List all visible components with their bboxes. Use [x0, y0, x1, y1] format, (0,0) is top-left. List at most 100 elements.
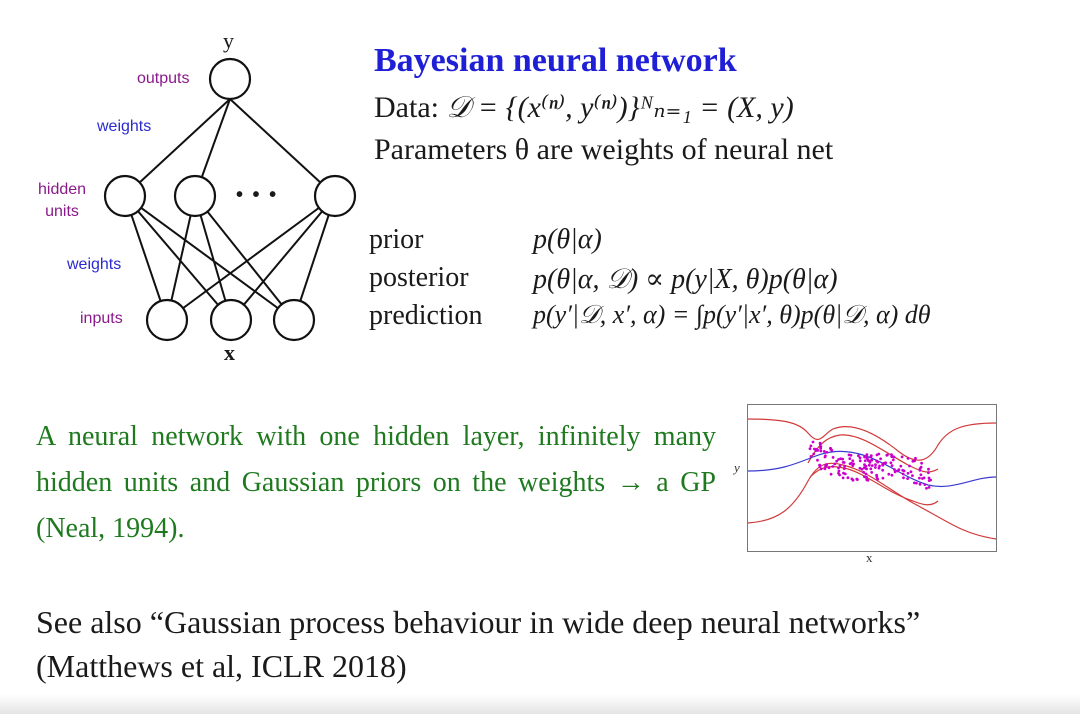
gp-data-point: [874, 463, 877, 467]
weight-edges: [124, 98, 336, 321]
input-node: [209, 298, 253, 342]
gp-data-point: [866, 478, 870, 482]
gp-data-point: [846, 476, 850, 480]
gp-data-point: [927, 486, 931, 489]
gp-data-point: [824, 454, 827, 458]
gp-data-point: [891, 458, 895, 462]
parameters-line: Parameters θ are weights of neural net: [374, 133, 834, 166]
equation-formula: p(θ|α, 𝒟) ∝ p(y|X, θ)p(θ|α): [533, 264, 838, 295]
gp-data-point: [899, 464, 903, 468]
hidden-node: [173, 174, 217, 218]
gp-data-point: [901, 468, 905, 472]
gp-data-point: [842, 471, 845, 475]
gp-data-point: [833, 462, 837, 466]
gp-data-point: [866, 457, 869, 461]
gp-data-point: [825, 450, 829, 454]
gp-data-point: [809, 444, 813, 448]
gp-data-point: [809, 455, 813, 458]
gp-data-point: [829, 472, 833, 476]
gp-xlabel: x: [866, 550, 873, 565]
gp-data-point: [920, 461, 923, 465]
gp-data-point: [858, 456, 862, 460]
gp-data-point: [819, 449, 823, 453]
gp-data-point: [869, 467, 873, 471]
gp-data-point: [851, 459, 855, 463]
gp-data-point: [875, 453, 879, 457]
hidden-node: [103, 174, 147, 218]
gp-data-point: [919, 473, 923, 477]
gp-data-point: [893, 470, 897, 474]
gp-data-point: [808, 447, 812, 451]
equation-row-posterior: posterior: [369, 262, 469, 294]
input-symbol: x: [224, 340, 235, 365]
gp-data-point: [831, 456, 835, 459]
gp-data-point: [837, 458, 840, 461]
gp-data-point: [862, 470, 865, 474]
gp-data-point: [900, 455, 904, 459]
gp-data-point: [835, 459, 839, 463]
gp-data-point: [911, 474, 914, 477]
gp-data-point: [839, 457, 843, 461]
gp-data-point: [887, 472, 891, 476]
gp-plot-svg: [747, 418, 997, 540]
weights-top-label: weights: [97, 118, 152, 135]
gp-data-point: [881, 476, 885, 480]
gp-data-point: [831, 465, 835, 468]
gp-data-point: [863, 455, 867, 459]
gp-data-point: [843, 464, 847, 468]
input-node: [272, 298, 316, 342]
gp-data-point: [884, 461, 888, 465]
gp-data-point: [911, 459, 915, 463]
hidden-ellipsis: • • •: [236, 184, 279, 206]
equation-formula: p(y′|𝒟, x′, α) = ∫p(y′|x′, θ)p(θ|𝒟, α) d…: [533, 300, 931, 329]
gp-data-point: [901, 472, 905, 476]
gp-data-point: [877, 466, 881, 470]
gp-mean-line: [747, 450, 997, 488]
gp-data-point: [811, 440, 815, 444]
gp-data-point: [918, 476, 921, 480]
gp-data-point: [855, 477, 859, 481]
gp-data-point: [850, 461, 853, 465]
gp-data-point: [892, 455, 896, 459]
data-prefix: Data:: [374, 91, 439, 124]
gp-data-point: [874, 466, 877, 469]
gp-data-point: [927, 476, 931, 480]
gp-data-point: [918, 467, 922, 470]
gp-data-point: [927, 471, 930, 475]
gp-data-point: [923, 483, 927, 486]
gp-data-point: [870, 471, 874, 474]
gp-data-point: [890, 455, 894, 458]
gp-data-point: [842, 467, 846, 470]
gp-data-point: [902, 476, 905, 480]
gp-inner-upper: [807, 434, 939, 473]
gp-data-point: [863, 459, 867, 463]
gp-data-point: [865, 453, 869, 457]
gp-data-point: [864, 475, 868, 479]
gp-data-point: [893, 468, 896, 471]
gp-data-point: [851, 464, 855, 467]
gp-data-point: [927, 479, 931, 482]
gp-lower-band: [747, 462, 997, 540]
gp-data-point: [829, 447, 833, 450]
gp-data-point: [823, 467, 827, 471]
gp-data-point: [878, 464, 881, 468]
gp-data-point: [922, 476, 926, 480]
gp-data-point: [818, 463, 821, 467]
slide-title: Bayesian neural network: [374, 42, 737, 79]
gp-data-point: [837, 471, 840, 475]
gp-data-point: [841, 476, 845, 480]
network-diagram: [103, 57, 357, 342]
gp-data-point: [876, 477, 879, 481]
gp-data-point: [867, 463, 871, 467]
data-definition: Data: 𝒟 = {(x⁽ⁿ⁾, y⁽ⁿ⁾)}ᴺₙ₌₁ = (X, y): [374, 90, 794, 125]
equation-formula: p(θ|α): [533, 224, 602, 255]
gp-data-point: [863, 463, 866, 466]
gp-data-point: [879, 457, 882, 461]
gp-data-point: [848, 457, 852, 460]
gp-data-point: [906, 471, 910, 475]
gp-data-point: [851, 478, 855, 482]
output-node: [208, 57, 252, 101]
gp-data-point: [812, 452, 816, 456]
reference-line-1: See also “Gaussian process behaviour in …: [36, 604, 921, 640]
gp-data-point: [827, 466, 831, 470]
